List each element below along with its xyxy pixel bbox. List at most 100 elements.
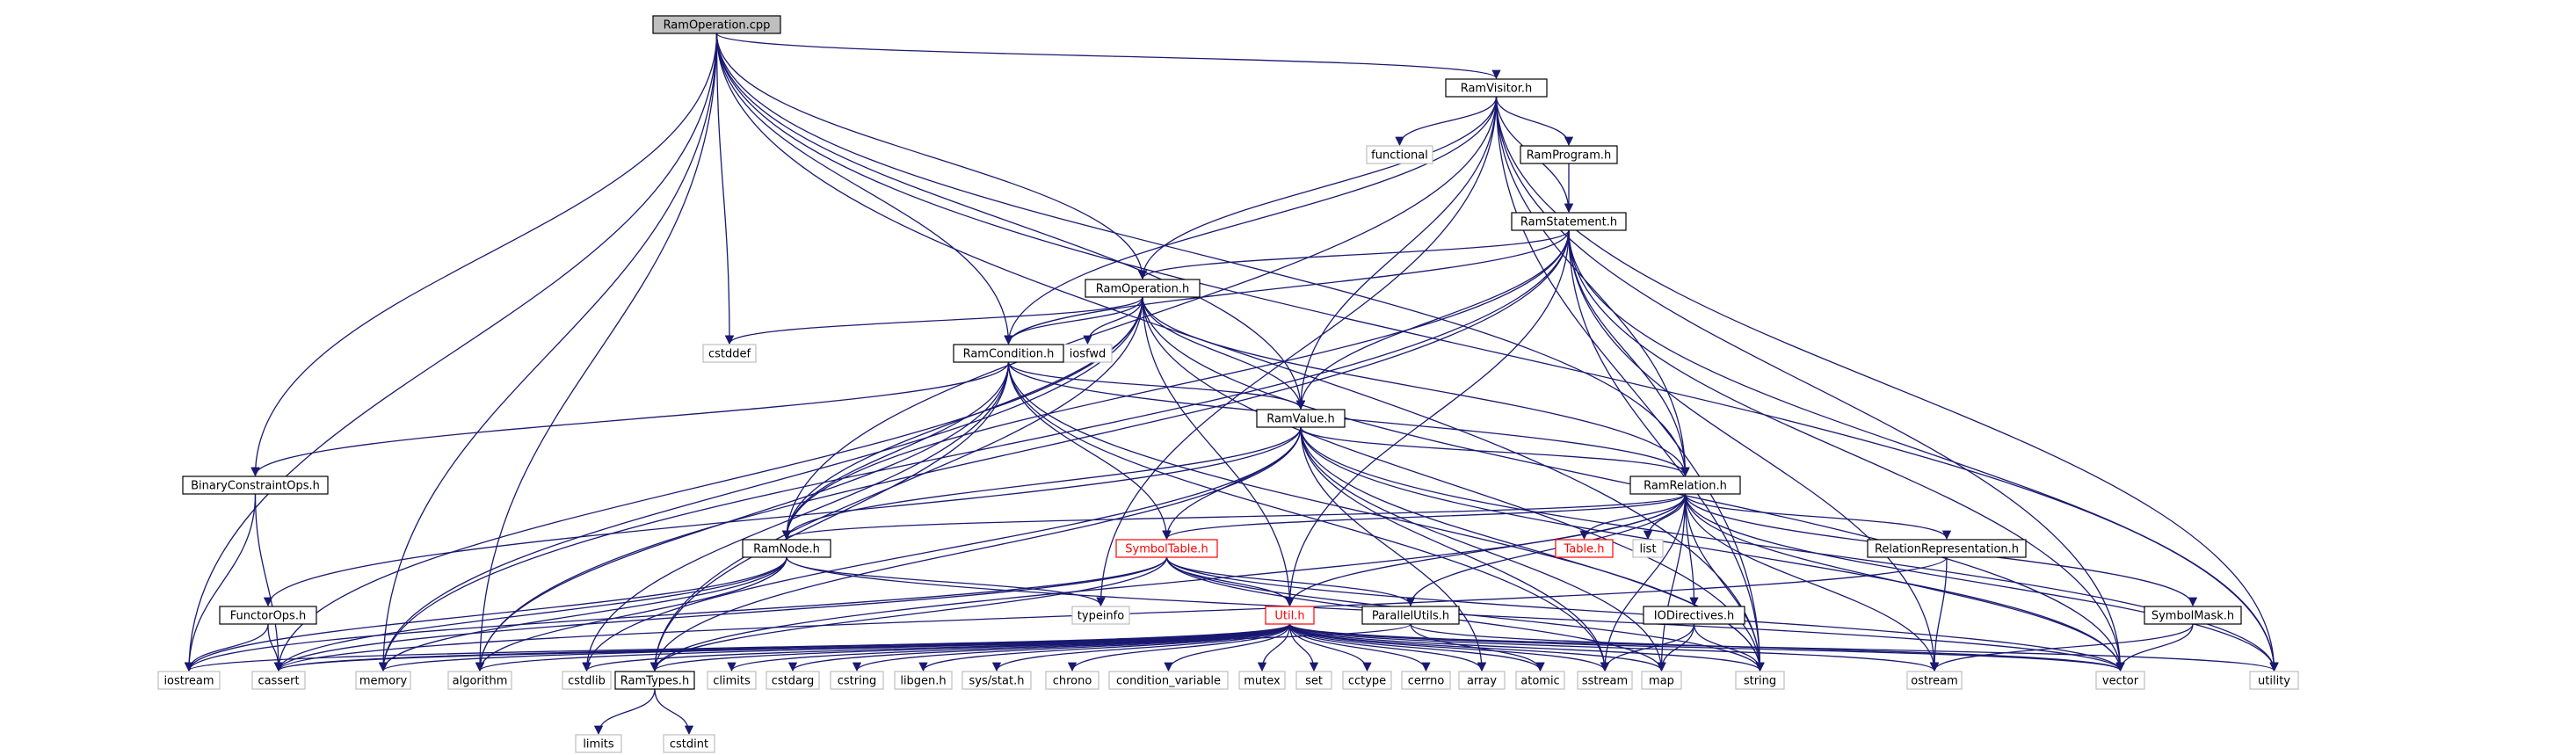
node-cstddef[interactable]: cstddef <box>702 344 757 363</box>
node-functorops-h[interactable]: FunctorOps.h <box>219 606 317 625</box>
node-limits[interactable]: limits <box>575 734 622 753</box>
node-box-cctype <box>1342 671 1392 690</box>
node-ramoperation-h[interactable]: RamOperation.h <box>1085 279 1201 298</box>
edge-ramvalue-h-to-array <box>1300 426 1487 672</box>
edge-ramstatement-h-to-ramoperation-h <box>1137 229 1570 280</box>
node-box-ramrelation-h <box>1629 476 1741 495</box>
node-string[interactable]: string <box>1735 671 1785 690</box>
node-label-cstddef: cstddef <box>708 348 751 361</box>
node-ramcondition-h[interactable]: RamCondition.h <box>953 344 1064 363</box>
edge-ramrelation-h-to-iodirectives-h <box>1684 493 1699 607</box>
node-list[interactable]: list <box>1632 539 1664 558</box>
node-set[interactable]: set <box>1295 671 1332 690</box>
node-box-functional <box>1366 145 1433 164</box>
node-chrono[interactable]: chrono <box>1045 671 1099 690</box>
edge-util-h-to-ostream <box>1288 623 1939 672</box>
node-ramvisitor-h[interactable]: RamVisitor.h <box>1445 78 1548 98</box>
node-iostream[interactable]: iostream <box>157 671 221 690</box>
edge-ramrelation-h-to-vector <box>1684 493 2125 672</box>
node-ramnode-h[interactable]: RamNode.h <box>742 539 831 558</box>
node-label-ramrelation-h: RamRelation.h <box>1644 480 1727 493</box>
node-sstream[interactable]: sstream <box>1577 671 1633 690</box>
node-condition-variable[interactable]: condition_variable <box>1108 671 1229 690</box>
edge-ramvisitor-h-to-ramcondition-h <box>1004 96 1498 345</box>
node-ramvalue-h[interactable]: RamValue.h <box>1256 409 1346 428</box>
node-box-ramtypes-h <box>614 671 695 690</box>
node-table-h[interactable]: Table.h <box>1555 539 1614 558</box>
node-cstdarg[interactable]: cstdarg <box>766 671 820 690</box>
node-cerrno[interactable]: cerrno <box>1401 671 1451 690</box>
node-algorithm[interactable]: algorithm <box>447 671 512 690</box>
node-map[interactable]: map <box>1641 671 1682 690</box>
node-ostream[interactable]: ostream <box>1906 671 1963 690</box>
edge-ramoperation-h-to-ramrelation-h <box>1142 296 1690 477</box>
edge-util-h-to-chrono <box>1067 623 1291 672</box>
edge-ramvalue-h-to-functorops-h <box>263 426 1302 607</box>
node-utility[interactable]: utility <box>2249 671 2299 690</box>
node-iodirectives-h[interactable]: IODirectives.h <box>1643 606 1745 625</box>
node-label-cstdlib: cstdlib <box>568 675 606 688</box>
node-box-symboltable-h <box>1115 539 1218 558</box>
node-symboltable-h[interactable]: SymbolTable.h <box>1115 539 1218 558</box>
node-box-vector <box>2095 671 2145 690</box>
node-label-relationrepresentation-h: RelationRepresentation.h <box>1875 543 2019 556</box>
node-iosfwd[interactable]: iosfwd <box>1063 344 1113 363</box>
node-box-symbolmask-h <box>2144 606 2242 625</box>
node-util-h[interactable]: Util.h <box>1265 606 1315 625</box>
node-box-functorops-h <box>219 606 317 625</box>
node-cstdlib[interactable]: cstdlib <box>562 671 612 690</box>
edge-symbolmask-h-to-vector <box>2115 623 2194 672</box>
node-vector[interactable]: vector <box>2095 671 2145 690</box>
node-mutex[interactable]: mutex <box>1238 671 1286 690</box>
node-binaryconstraintops-h[interactable]: BinaryConstraintOps.h <box>182 476 329 495</box>
node-atomic[interactable]: atomic <box>1515 671 1565 690</box>
node-label-limits: limits <box>583 738 614 751</box>
node-relationrepresentation-h[interactable]: RelationRepresentation.h <box>1867 539 2027 558</box>
node-box-ramstatement-h <box>1511 212 1627 231</box>
node-label-ramvisitor-h: RamVisitor.h <box>1461 83 1533 96</box>
edge-ramoperation-h-to-ramtypes-h <box>649 296 1143 672</box>
edge-ramvisitor-h-to-utility <box>1495 96 2279 672</box>
node-cctype[interactable]: cctype <box>1342 671 1392 690</box>
edge-ramstatement-h-to-ostream <box>1568 229 1940 672</box>
node-symbolmask-h[interactable]: SymbolMask.h <box>2144 606 2242 625</box>
node-label-symbolmask-h: SymbolMask.h <box>2152 610 2234 623</box>
edge-ramcondition-h-to-ramrelation-h <box>1007 361 1690 477</box>
node-label-ramtypes-h: RamTypes.h <box>620 675 689 688</box>
node-box-list <box>1632 539 1664 558</box>
edge-ramrelation-h-to-ostream <box>1684 493 1940 672</box>
edge-ramnode-h-to-cassert <box>273 556 787 672</box>
node-box-ramvisitor-h <box>1445 78 1548 98</box>
node-cassert[interactable]: cassert <box>251 671 306 690</box>
edge-ramoperation-cpp-to-ramrelation-h <box>715 33 1690 477</box>
node-ramtypes-h[interactable]: RamTypes.h <box>614 671 695 690</box>
edge-ramoperation-cpp-to-cstddef <box>715 33 735 345</box>
node-label-iosfwd: iosfwd <box>1070 348 1107 361</box>
node-box-ramoperation-h <box>1085 279 1201 298</box>
node-parallelutils-h[interactable]: ParallelUtils.h <box>1361 606 1460 625</box>
node-ramstatement-h[interactable]: RamStatement.h <box>1511 212 1627 231</box>
node-typeinfo[interactable]: typeinfo <box>1071 606 1130 625</box>
node-libgen-h[interactable]: libgen.h <box>894 671 953 690</box>
node-climits[interactable]: climits <box>707 671 757 690</box>
node-cstdint[interactable]: cstdint <box>663 734 715 753</box>
node-label-libgen-h: libgen.h <box>900 675 946 688</box>
node-ramprogram-h[interactable]: RamProgram.h <box>1520 145 1618 164</box>
node-box-parallelutils-h <box>1361 606 1460 625</box>
edge-iodirectives-h-to-sstream <box>1600 623 1695 672</box>
node-label-atomic: atomic <box>1520 675 1559 688</box>
node-ramrelation-h[interactable]: RamRelation.h <box>1629 476 1741 495</box>
node-label-parallelutils-h: ParallelUtils.h <box>1372 610 1449 623</box>
node-functional[interactable]: functional <box>1366 145 1433 164</box>
edge-ramcondition-h-to-symboltable-h <box>1007 361 1172 541</box>
edge-ramnode-h-to-algorithm <box>475 556 787 672</box>
node-memory[interactable]: memory <box>355 671 411 690</box>
edge-ramoperation-h-to-cassert <box>273 296 1143 672</box>
node-label-typeinfo: typeinfo <box>1078 610 1124 623</box>
node-box-utility <box>2249 671 2299 690</box>
node-array[interactable]: array <box>1458 671 1506 690</box>
node-ramoperation-cpp[interactable]: RamOperation.cpp <box>652 15 781 34</box>
node-box-iodirectives-h <box>1643 606 1745 625</box>
node-sys-stat-h[interactable]: sys/stat.h <box>961 671 1032 690</box>
node-cstring[interactable]: cstring <box>830 671 884 690</box>
